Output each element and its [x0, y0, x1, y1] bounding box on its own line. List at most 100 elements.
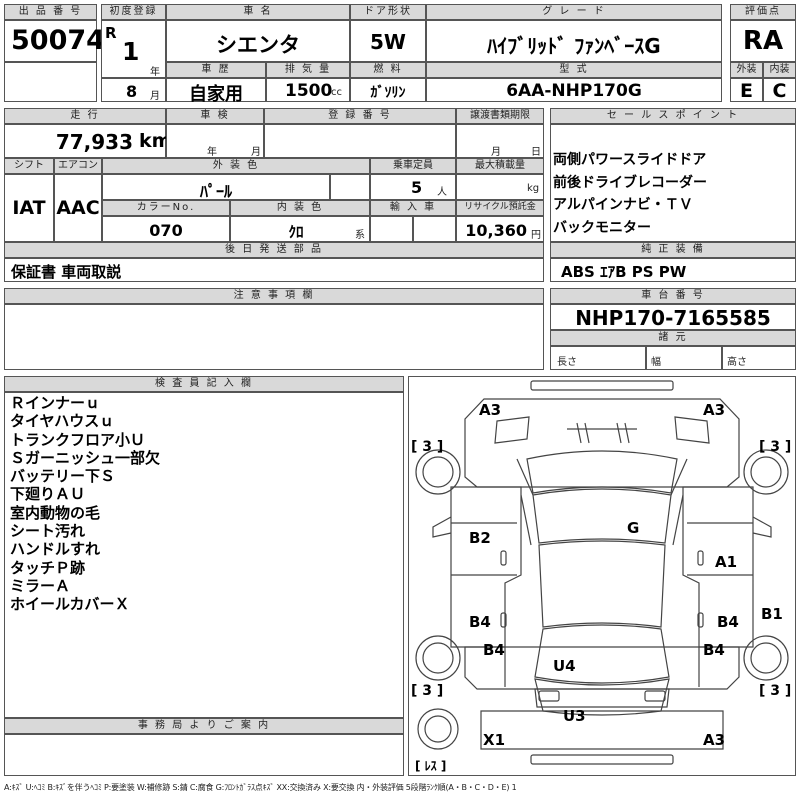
- inspector-note: タッチＰ跡: [10, 558, 86, 577]
- first-registration-label: 初度登録: [101, 4, 166, 20]
- inspection-month-unit: 月: [251, 147, 261, 158]
- sales-point: アルパインナビ・ＴＶ: [553, 197, 693, 213]
- office-label: 事 務 局 よ り ご 案 内: [4, 718, 404, 734]
- inspector-notes-cell: Ｒインナーｕ タイヤハウスｕ トランクフロア小Ｕ Ｓガーニッシュ一部欠 バッテリ…: [4, 392, 404, 718]
- displacement-cell: 1500 cc: [266, 78, 350, 102]
- grade-label: グ レ ー ド: [426, 4, 722, 20]
- exterior-grade: E: [740, 80, 753, 102]
- color-number: 070: [149, 221, 183, 240]
- length-cell: 長さ: [550, 346, 646, 370]
- width-cell: 幅: [646, 346, 722, 370]
- grade-cell: ﾊｲﾌﾞﾘｯﾄﾞ ﾌｧﾝﾍﾞｰｽG: [426, 20, 722, 62]
- damage-mark: B1: [761, 605, 783, 623]
- legend: A:ｷｽﾞ U:ﾍｺﾐ B:ｷｽﾞを伴うﾍｺﾐ P:要塗装 W:補修跡 S:錆 …: [4, 783, 517, 792]
- door-label: ドア形状: [350, 4, 426, 20]
- damage-mark: B4: [703, 641, 725, 659]
- inspector-note: トランクフロア小Ｕ: [10, 430, 146, 449]
- mileage-cell: 77,933 km: [4, 124, 171, 158]
- ac-label: エアコン: [54, 158, 102, 174]
- model-cell: シエンタ: [166, 20, 350, 62]
- lot-number: 50074: [11, 25, 105, 56]
- damage-mark: U4: [553, 657, 576, 675]
- damage-mark: B4: [469, 613, 491, 631]
- office-cell: [4, 734, 404, 776]
- inspector-note: シート汚れ: [10, 522, 86, 541]
- interior-color-unit: 系: [355, 230, 365, 241]
- inspector-note: ミラーＡ: [10, 576, 71, 595]
- month-unit: 月: [150, 91, 160, 102]
- inspector-note: Ｓガーニッシュ一部欠: [10, 448, 161, 467]
- lot-blank-cell: [4, 62, 97, 102]
- displacement-label: 排 気 量: [266, 62, 350, 78]
- interior-color: ｸﾛ: [288, 223, 304, 241]
- capacity: 5: [411, 178, 423, 197]
- inspection-cell: 年 月: [166, 124, 264, 158]
- recycle-cell: 10,360 円: [456, 216, 544, 242]
- plate-label: 登 録 番 号: [264, 108, 456, 124]
- fuel-cell: ｶﾞｿﾘﾝ: [350, 78, 426, 102]
- registration-month-cell: 8 月: [101, 78, 166, 102]
- inspector-note: ホイールカバーＸ: [10, 595, 130, 614]
- recycle-fee: 10,360: [465, 221, 527, 240]
- fuel: ｶﾞｿﾘﾝ: [370, 85, 406, 101]
- tire-mark: [ 3 ]: [411, 439, 444, 455]
- interior-color-label: 内 装 色: [230, 200, 370, 216]
- equipment: ABS ｴｱB PS PW: [561, 263, 687, 281]
- inspector-note: タイヤハウスｕ: [10, 412, 115, 431]
- import-extra-cell: [413, 216, 456, 242]
- later-parts-label: 後 日 発 送 部 品: [4, 242, 544, 258]
- inspector-note: 下廻りＡＵ: [10, 485, 86, 504]
- exterior-cell: E: [730, 78, 763, 102]
- type-code: 6AA-NHP170G: [506, 81, 642, 101]
- grade: ﾊｲﾌﾞﾘｯﾄﾞ ﾌｧﾝﾍﾞｰｽG: [487, 34, 661, 58]
- exterior-color-label: 外 装 色: [102, 158, 370, 174]
- mileage: 77,933: [55, 130, 133, 154]
- color-number-label: カラーNo.: [102, 200, 230, 216]
- displacement: 1500: [285, 81, 333, 101]
- plate-cell: [264, 124, 456, 158]
- transfer-label: 譲渡書類期限: [456, 108, 544, 124]
- inspector-note: Ｒインナーｕ: [10, 394, 101, 412]
- capacity-unit: 人: [437, 187, 447, 198]
- exterior-label: 外装: [730, 62, 763, 78]
- sales-points-label: セ ー ル ス ポ イ ン ト: [550, 108, 796, 124]
- transfer-month-unit: 月: [491, 147, 501, 158]
- max-load-unit: kg: [527, 183, 540, 194]
- history-label: 車 歴: [166, 62, 266, 78]
- mileage-label: 走 行: [4, 108, 166, 124]
- sales-point: 前後ドライブレコーダー: [553, 174, 707, 191]
- tire-mark: [ 3 ]: [759, 439, 792, 455]
- year-unit: 年: [150, 67, 160, 78]
- history: 自家用: [189, 84, 243, 105]
- interior-color-cell: ｸﾛ 系: [230, 216, 370, 242]
- type-label: 型 式: [426, 62, 722, 78]
- equipment-cell: ABS ｴｱB PS PW: [550, 258, 796, 282]
- history-cell: 自家用: [166, 78, 266, 105]
- registration-month: 8: [126, 82, 138, 101]
- transfer-cell: 月 日: [456, 124, 544, 158]
- equipment-label: 純 正 装 備: [550, 242, 796, 258]
- model-label: 車 名: [166, 4, 350, 20]
- damage-mark: A1: [715, 553, 738, 571]
- spec-label: 諸 元: [550, 330, 796, 346]
- score-cell: RA: [730, 20, 796, 62]
- import-cell: [370, 216, 413, 242]
- tire-mark: [ 3 ]: [411, 683, 444, 699]
- sales-points-cell: 両側パワースライドドア 前後ドライブレコーダー アルパインナビ・ＴＶ バックモニ…: [550, 124, 796, 242]
- interior-cell: C: [763, 78, 796, 102]
- type-cell: 6AA-NHP170G: [426, 78, 722, 102]
- exterior-color: ﾊﾟｰﾙ: [199, 182, 232, 201]
- interior-grade: C: [772, 80, 787, 102]
- shift-cell: IAT: [4, 174, 54, 242]
- chassis-label: 車 台 番 号: [550, 288, 796, 304]
- car-diagram-frame: A3 A3 G B2 A1 B4 B4 B1 B4 B4 U4 U3 X1 A3…: [408, 376, 796, 776]
- interior-label: 内装: [763, 62, 796, 78]
- damage-mark: X1: [483, 731, 506, 749]
- inspector-note: ハンドルすれ: [10, 540, 101, 559]
- ac-cell: AAC: [54, 174, 102, 242]
- mileage-unit: km: [139, 130, 172, 152]
- inspector-note: バッテリー下Ｓ: [10, 467, 116, 486]
- air-conditioner: AAC: [56, 197, 100, 219]
- inspection-label: 車 検: [166, 108, 264, 124]
